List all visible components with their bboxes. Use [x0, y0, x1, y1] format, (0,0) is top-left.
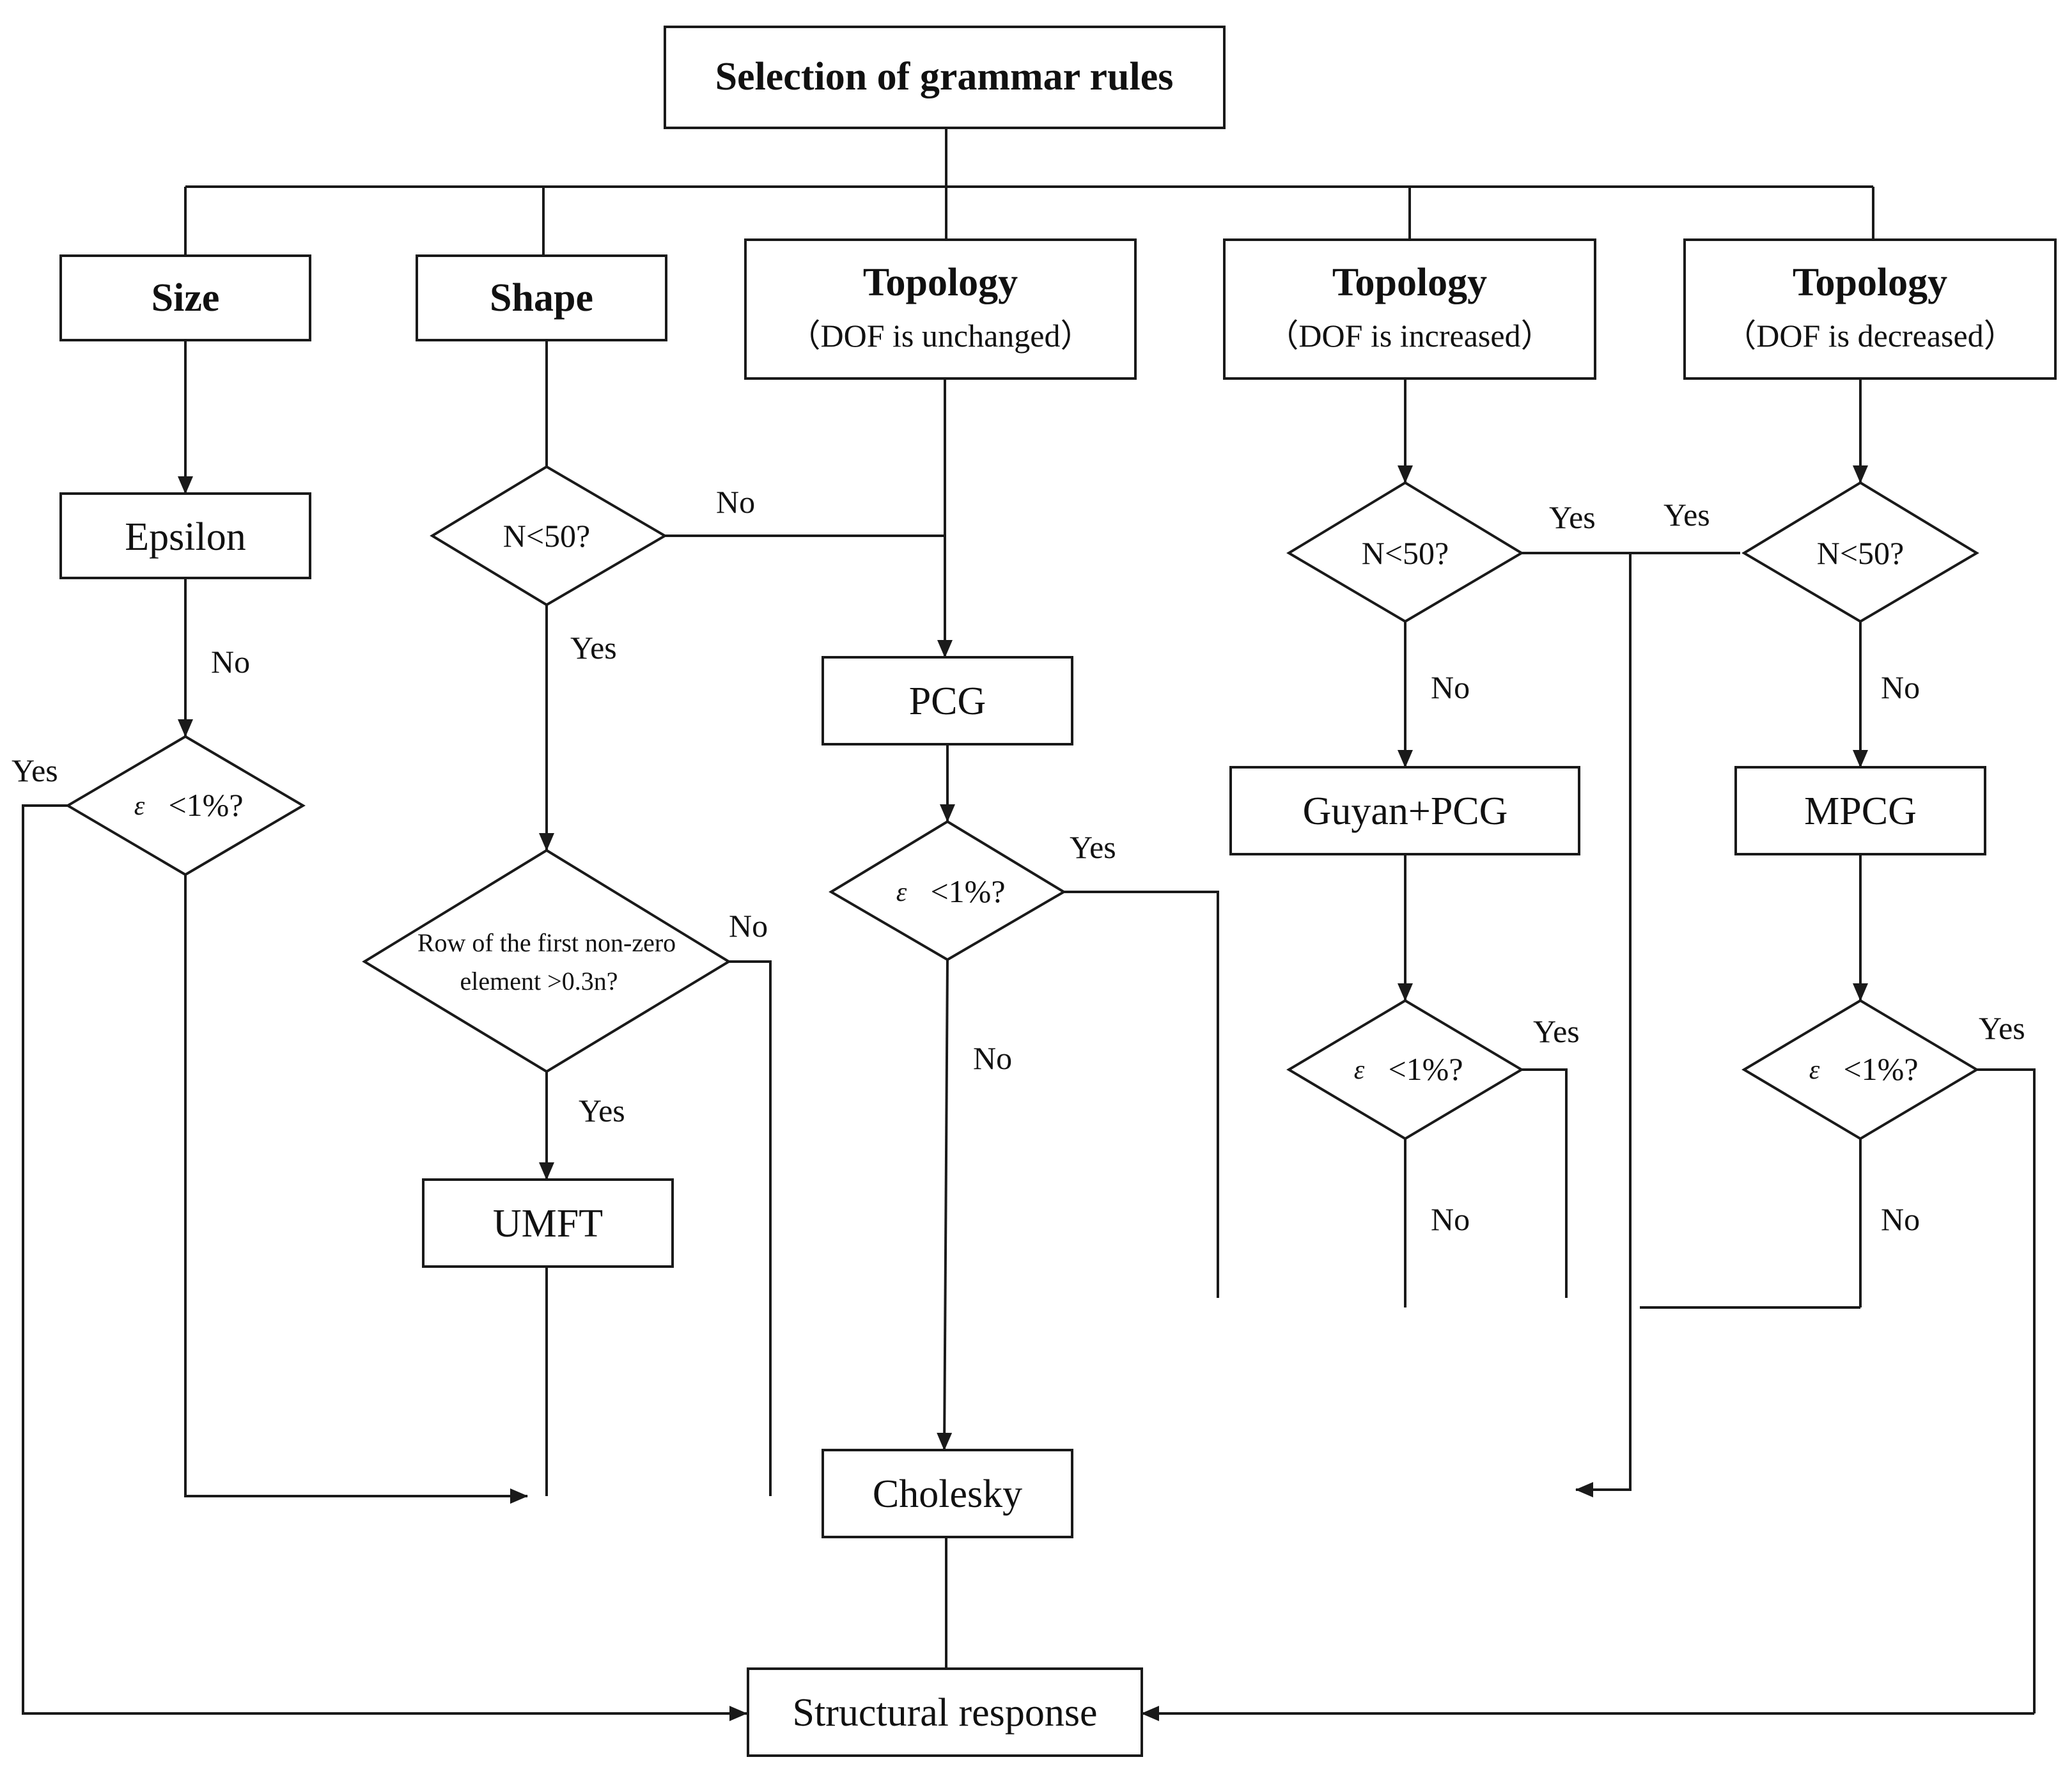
size-box [59, 254, 311, 341]
guyan-pcg-label: Guyan+PCG [1303, 790, 1508, 833]
topology-unchanged-box [744, 238, 1137, 380]
arrow-guyan-yes-response [1522, 1068, 1568, 1298]
label-inc-no: No [1431, 669, 1470, 705]
root-title: Selection of grammar rules [715, 55, 1174, 98]
guyan-pcg-box [1229, 766, 1580, 855]
guyan-error-decision [1286, 999, 1524, 1141]
pcg-label: PCG [909, 680, 986, 723]
arrow-size-yes-response [22, 804, 747, 1721]
arrow-row-no-cholesky [729, 960, 772, 1496]
label-inc-yes: Yes [1549, 499, 1596, 535]
size-error-decision [65, 735, 306, 877]
label-row-yes: Yes [579, 1093, 625, 1128]
pcg-error-decision [829, 820, 1066, 962]
row-text-line1: Row of the first non-zero [417, 928, 676, 957]
umft-label: UMFT [493, 1202, 603, 1245]
umft-box [422, 1178, 674, 1268]
structural-response-box [747, 1667, 1143, 1757]
topology-increased-box [1223, 238, 1596, 380]
arrow-pcg-no-cholesky [937, 959, 953, 1451]
label-shape-yes: Yes [570, 630, 617, 666]
topology-increased-subtitle: （DOF is increased） [1266, 318, 1552, 354]
root-box [664, 26, 1226, 129]
label-size-yes: Yes [12, 753, 58, 788]
mpcg-error-decision [1741, 999, 1979, 1141]
size-label: Size [152, 276, 220, 320]
label-dec-no: No [1881, 669, 1920, 705]
label-guyan-yes: Yes [1533, 1013, 1580, 1049]
label-size-no: No [211, 644, 250, 680]
topology-unchanged-subtitle: （DOF is unchanged） [789, 318, 1093, 354]
pcg-box [822, 656, 1073, 745]
label-dec-yes: Yes [1663, 497, 1710, 533]
size-error-text: <1%? [168, 787, 243, 823]
increased-n-decision [1286, 481, 1524, 623]
epsilon-box [59, 492, 311, 579]
shape-label: Shape [490, 276, 593, 320]
shape-box [416, 254, 667, 341]
structural-response-label: Structural response [793, 1691, 1098, 1735]
pcg-error-epsilon: ε [896, 878, 907, 907]
mpcg-label: MPCG [1804, 790, 1917, 833]
label-mpcg-no: No [1881, 1201, 1920, 1237]
size-error-epsilon: ε [134, 792, 145, 821]
guyan-error-epsilon: ε [1354, 1056, 1365, 1085]
label-mpcg-yes: Yes [1979, 1010, 2025, 1046]
row-text-line2: element >0.3n? [460, 967, 618, 995]
topology-decreased-title: Topology [1793, 261, 1947, 304]
label-guyan-no: No [1431, 1201, 1470, 1237]
row-decision [362, 848, 731, 1073]
label-row-no: No [729, 908, 768, 944]
topology-unchanged-title: Topology [863, 261, 1018, 304]
label-pcg-yes: Yes [1070, 829, 1116, 865]
arrow-mpcg-yes-response [1977, 1068, 2036, 1713]
merge-yes-to-cholesky [1575, 553, 1632, 1497]
pcg-error-text: <1%? [930, 873, 1005, 909]
topology-decreased-subtitle: （DOF is decreased） [1724, 318, 2015, 354]
epsilon-label: Epsilon [125, 515, 245, 559]
topology-decreased-box [1683, 238, 2057, 380]
arrow-pcg-yes-response [1064, 891, 1219, 1298]
mpcg-error-text: <1%? [1843, 1051, 1918, 1087]
label-pcg-no: No [973, 1040, 1012, 1076]
arrow-size-no-cholesky [184, 875, 528, 1504]
cholesky-label: Cholesky [873, 1472, 1022, 1516]
cholesky-box [822, 1449, 1073, 1538]
decreased-n-decision [1741, 481, 1979, 623]
shape-n-text: N<50? [503, 518, 591, 554]
guyan-error-text: <1%? [1388, 1051, 1463, 1087]
decreased-n-text: N<50? [1817, 535, 1905, 571]
mpcg-box [1734, 766, 1986, 855]
shape-n-decision [430, 465, 667, 607]
label-shape-no: No [716, 484, 755, 520]
mpcg-error-epsilon: ε [1809, 1056, 1820, 1085]
increased-n-text: N<50? [1362, 535, 1449, 571]
topology-increased-title: Topology [1332, 261, 1487, 304]
